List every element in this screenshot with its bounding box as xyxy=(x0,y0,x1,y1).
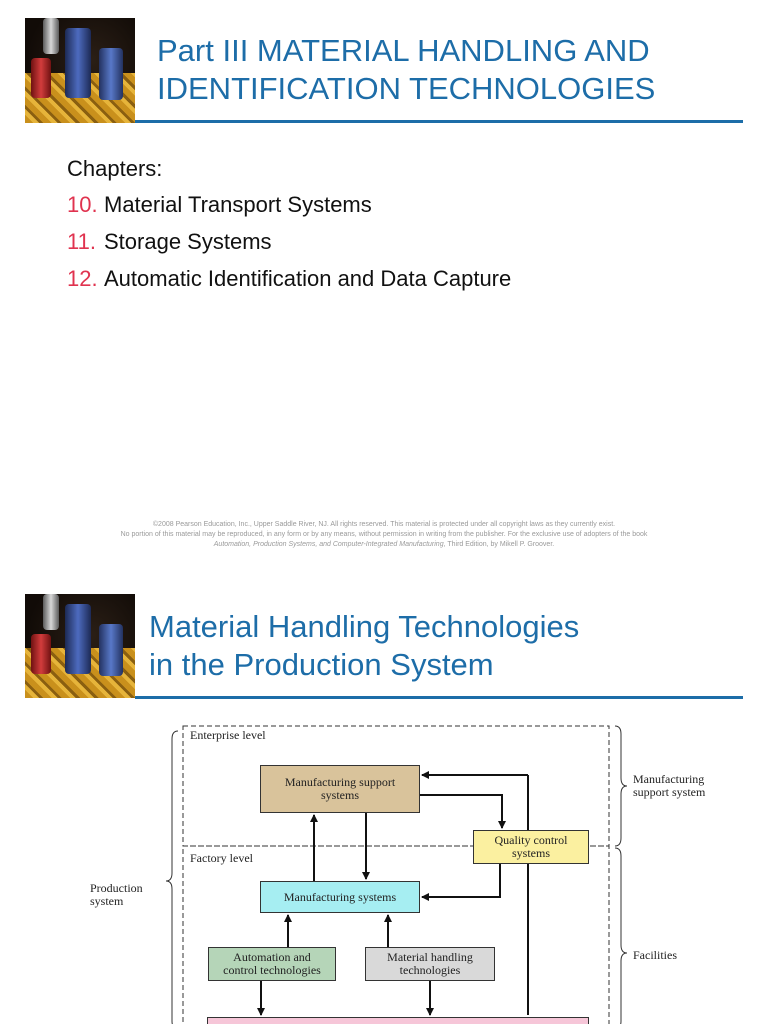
diagram-lines xyxy=(165,725,628,1024)
slide-title: Material Handling Technologies in the Pr… xyxy=(149,608,579,684)
enterprise-level-region xyxy=(182,725,610,847)
facilities-brace xyxy=(614,847,628,1024)
support-to-quality-arrow xyxy=(420,794,506,829)
chapter-title: Automatic Identification and Data Captur… xyxy=(104,266,512,291)
chapter-item: 10.Material Transport Systems xyxy=(67,186,511,223)
chapter-list: Chapters: 10.Material Transport Systems … xyxy=(67,152,511,297)
slide-part-iii: Part III MATERIAL HANDLING AND IDENTIFIC… xyxy=(0,18,768,550)
chapter-item: 12.Automatic Identification and Data Cap… xyxy=(67,260,511,297)
book-title: Automation, Production Systems, and Comp… xyxy=(213,541,444,548)
support-brace xyxy=(614,725,628,847)
copyright-notice: ©2008 Pearson Education, Inc., Upper Sad… xyxy=(0,520,768,550)
production-system-diagram: Enterprise level Factory level Productio… xyxy=(80,715,730,1024)
chapter-title: Storage Systems xyxy=(104,229,272,254)
slide-material-handling: Material Handling Technologies in the Pr… xyxy=(0,575,768,1024)
title-line: in the Production System xyxy=(149,647,494,682)
title-line: IDENTIFICATION TECHNOLOGIES xyxy=(157,71,656,106)
production-system-label: Production system xyxy=(90,881,143,908)
enterprise-level-label: Enterprise level xyxy=(190,728,266,742)
chapter-number: 11. xyxy=(67,229,96,254)
chapter-number: 10. xyxy=(67,192,98,217)
book-edition: , Third Edition, by Mikell P. Groover. xyxy=(443,541,555,548)
electronics-photo-icon xyxy=(25,18,135,123)
chapter-item: 11. Storage Systems xyxy=(67,223,511,260)
copyright-line: ©2008 Pearson Education, Inc., Upper Sad… xyxy=(152,521,616,528)
title-divider xyxy=(135,696,743,699)
copyright-line: Automation, Production Systems, and Comp… xyxy=(0,540,768,550)
chapter-number: 12. xyxy=(67,266,98,291)
slide-title: Part III MATERIAL HANDLING AND IDENTIFIC… xyxy=(157,32,655,108)
chapter-title: Material Transport Systems xyxy=(104,192,372,217)
electronics-photo-icon xyxy=(25,594,135,698)
facilities-label: Facilities xyxy=(633,948,677,962)
title-line: Material Handling Technologies xyxy=(149,609,580,644)
quality-to-mfg-arrow xyxy=(421,864,501,901)
chapters-heading: Chapters: xyxy=(67,156,163,181)
factory-level-region xyxy=(182,845,610,1024)
factory-floor-box xyxy=(207,1017,589,1024)
manufacturing-systems-box: Manufacturing systems xyxy=(260,881,420,913)
support-system-label: Manufacturing support system xyxy=(633,772,706,799)
factory-level-label: Factory level xyxy=(190,851,253,865)
title-line: Part III MATERIAL HANDLING AND xyxy=(157,33,650,68)
title-divider xyxy=(135,120,743,123)
copyright-line: No portion of this material may be repro… xyxy=(120,531,648,538)
production-brace xyxy=(165,730,179,1024)
